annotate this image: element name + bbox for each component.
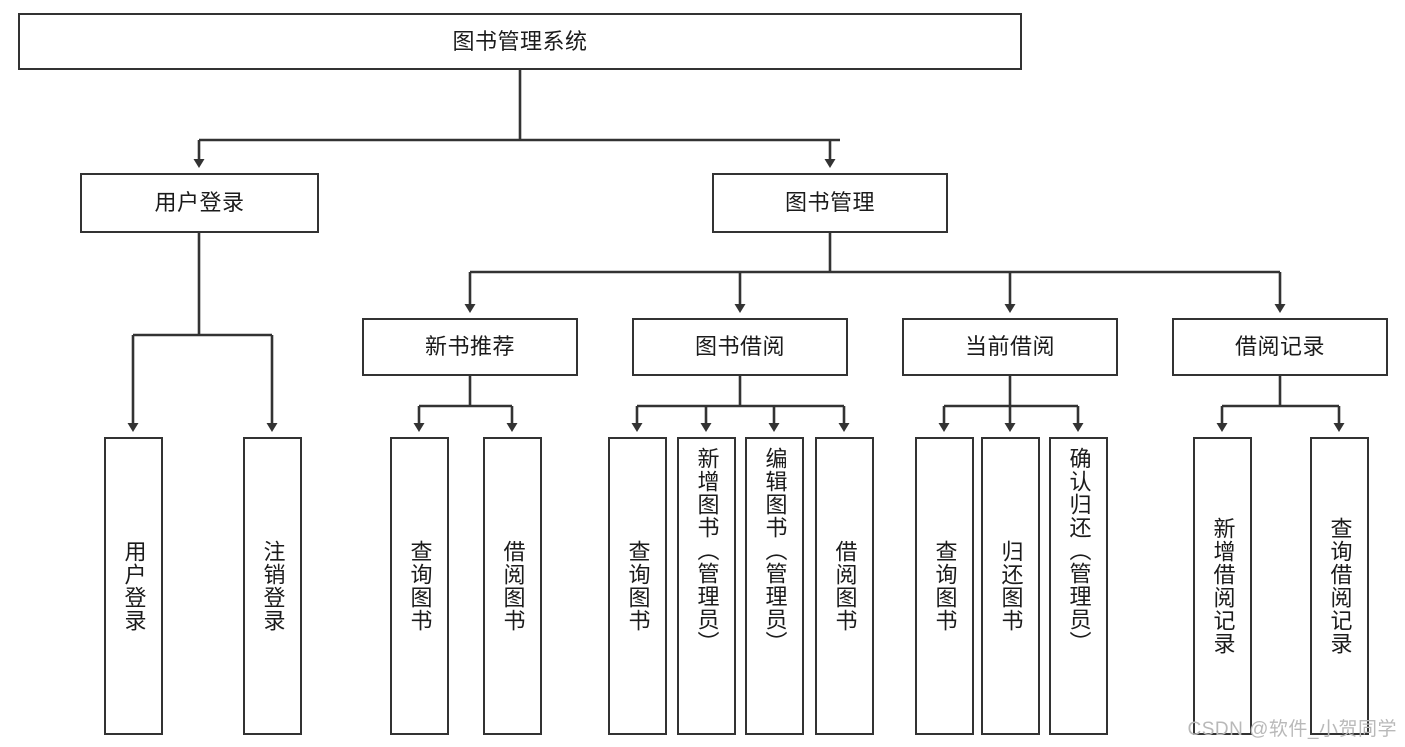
node-leaf-query-record[interactable]: 查询借阅记录	[1310, 437, 1369, 735]
node-leaf-add-book-label: 新增图书（管理员）	[694, 447, 720, 654]
node-leaf-borrow-book-1[interactable]: 借阅图书	[483, 437, 542, 735]
node-leaf-return-book-label: 归还图书	[998, 540, 1024, 632]
node-root[interactable]: 图书管理系统	[18, 13, 1022, 70]
node-leaf-add-record[interactable]: 新增借阅记录	[1193, 437, 1252, 735]
node-leaf-edit-book-label: 编辑图书（管理员）	[762, 447, 788, 654]
node-leaf-query-book-3[interactable]: 查询图书	[915, 437, 974, 735]
node-book-borrow-label: 图书借阅	[694, 334, 785, 360]
node-user-login-label: 用户登录	[154, 190, 245, 216]
node-leaf-borrow-book-2[interactable]: 借阅图书	[815, 437, 874, 735]
node-leaf-query-record-label: 查询借阅记录	[1327, 517, 1353, 655]
node-current-borrow-label: 当前借阅	[964, 334, 1055, 360]
node-leaf-borrow-book-2-label: 借阅图书	[832, 540, 858, 632]
node-leaf-query-book-3-label: 查询图书	[932, 540, 958, 632]
node-leaf-edit-book[interactable]: 编辑图书（管理员）	[745, 437, 804, 735]
node-leaf-add-record-label: 新增借阅记录	[1210, 517, 1236, 655]
csdn-watermark: CSDN @软件_小贺同学	[1187, 719, 1397, 740]
node-borrow-record-label: 借阅记录	[1234, 334, 1325, 360]
node-user-login[interactable]: 用户登录	[80, 173, 319, 233]
node-book-manage[interactable]: 图书管理	[712, 173, 948, 233]
node-leaf-query-book-1-label: 查询图书	[407, 540, 433, 632]
node-root-label: 图书管理系统	[452, 28, 588, 54]
node-leaf-return-book[interactable]: 归还图书	[981, 437, 1040, 735]
node-leaf-confirm-return[interactable]: 确认归还（管理员）	[1049, 437, 1108, 735]
node-new-book-recommend[interactable]: 新书推荐	[362, 318, 578, 376]
node-book-manage-label: 图书管理	[784, 190, 875, 216]
node-leaf-confirm-return-label: 确认归还（管理员）	[1066, 447, 1092, 654]
node-book-borrow[interactable]: 图书借阅	[632, 318, 848, 376]
node-leaf-logout-login-label: 注销登录	[260, 540, 286, 632]
node-new-book-recommend-label: 新书推荐	[424, 334, 515, 360]
node-current-borrow[interactable]: 当前借阅	[902, 318, 1118, 376]
node-leaf-user-login[interactable]: 用户登录	[104, 437, 163, 735]
node-leaf-add-book[interactable]: 新增图书（管理员）	[677, 437, 736, 735]
node-leaf-query-book-2-label: 查询图书	[625, 540, 651, 632]
node-leaf-logout-login[interactable]: 注销登录	[243, 437, 302, 735]
node-leaf-query-book-1[interactable]: 查询图书	[390, 437, 449, 735]
node-borrow-record[interactable]: 借阅记录	[1172, 318, 1388, 376]
node-leaf-query-book-2[interactable]: 查询图书	[608, 437, 667, 735]
node-leaf-user-login-label: 用户登录	[121, 540, 147, 632]
node-leaf-borrow-book-1-label: 借阅图书	[500, 540, 526, 632]
